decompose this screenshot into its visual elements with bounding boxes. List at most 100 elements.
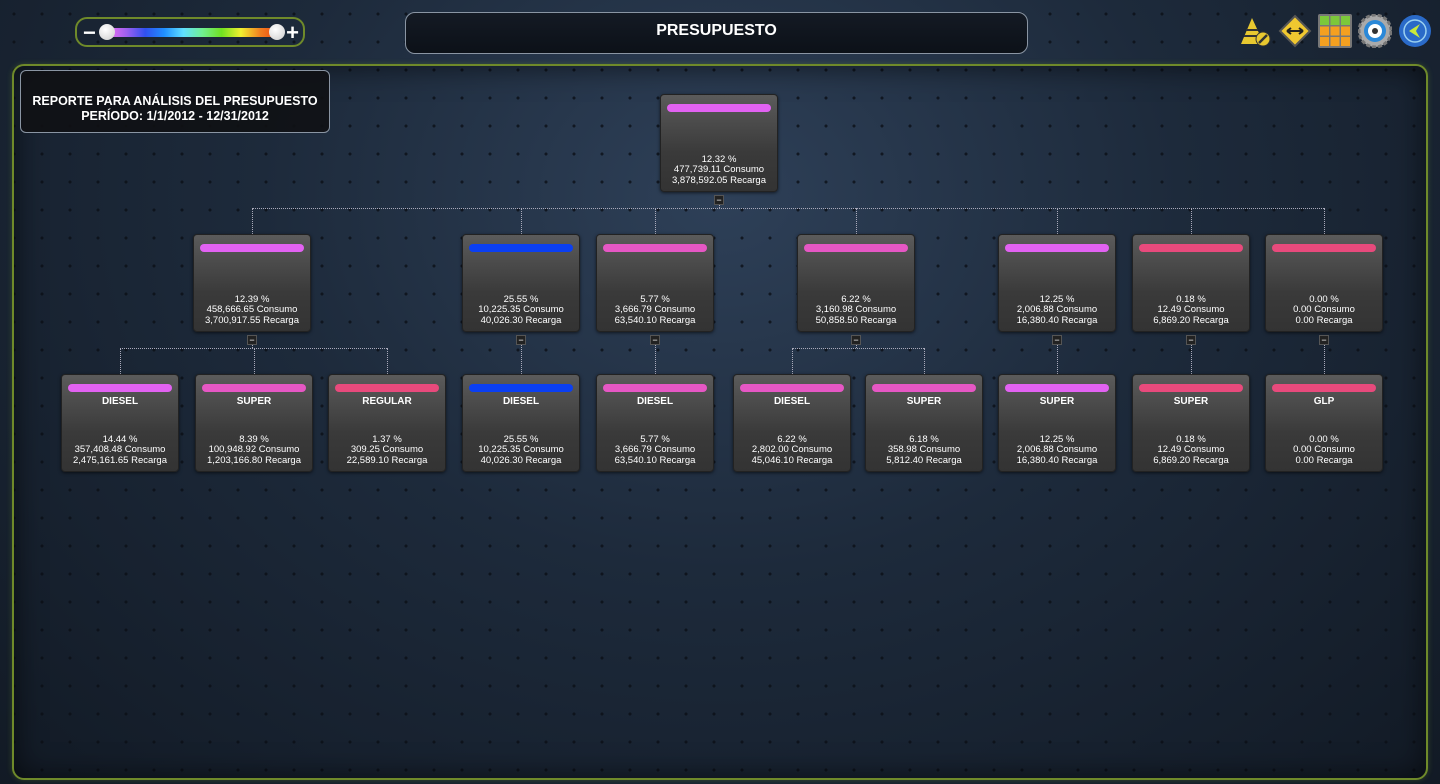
slider-color-track[interactable] [107,28,279,37]
resize-horizontal-icon[interactable] [1278,14,1312,48]
node-color-bar [1139,384,1243,392]
node-color-bar [469,384,573,392]
node-consumo: 12.49 Consumo [1157,444,1225,455]
connector-line [792,348,793,374]
node-recarga: 50,858.50 Recarga [815,314,897,326]
node-consumo: 0.00 Consumo [1293,444,1355,455]
connector-line [1057,208,1058,234]
node-consumo: 3,666.79 Consumo [614,444,696,455]
node-pct: 5.77 % [640,433,670,445]
node-color-bar [202,384,306,392]
color-range-slider[interactable]: − + [75,17,305,47]
node-label: DIESEL [636,396,674,407]
collapse-toggle[interactable]: − [516,335,526,345]
node-label: DIESEL [101,396,139,407]
connector-line [792,348,924,349]
node-pct: 0.00 % [1309,293,1339,305]
node-pct: 1.37 % [372,433,402,445]
node-recarga: 1,203,166.80 Recarga [206,454,302,466]
node-pct: 6.22 % [841,293,871,305]
node-color-bar [469,244,573,252]
node-consumo: 0.00 Consumo [1293,304,1355,315]
collapse-toggle[interactable]: − [1186,335,1196,345]
node-consumo: 2,802.00 Consumo [751,444,833,455]
node-recarga: 5,812.40 Recarga [886,454,962,466]
connector-line [120,348,121,374]
connector-line [120,348,387,349]
node-recarga: 3,878,592.05 Recarga [671,174,767,186]
node-label: DIESEL [502,396,540,407]
tree-panel [12,64,1428,780]
node-pct: 25.55 % [503,293,539,305]
slider-max-handle[interactable] [269,24,285,40]
connector-line [1324,345,1325,374]
node-consumo: 2,006.88 Consumo [1016,444,1098,455]
collapse-toggle[interactable]: − [1052,335,1062,345]
node-color-bar [603,244,707,252]
node-consumo: 3,666.79 Consumo [614,304,696,315]
node-consumo: 309.25 Consumo [350,444,424,455]
connector-line [521,208,522,234]
node-recarga: 22,589.10 Recarga [346,454,428,466]
connector-line [1324,208,1325,234]
slider-minus-button[interactable]: − [83,20,96,45]
node-color-bar [68,384,172,392]
gear-icon[interactable] [1358,14,1392,48]
node-recarga: 0.00 Recarga [1295,454,1353,466]
node-consumo: 100,948.92 Consumo [208,444,300,455]
node-recarga: 40,026.30 Recarga [480,454,562,466]
slider-plus-button[interactable]: + [286,20,299,45]
node-consumo: 12.49 Consumo [1157,304,1225,315]
collapse-toggle[interactable]: − [247,335,257,345]
node-label: REGULAR [362,396,412,407]
page-title: PRESUPUESTO [405,12,1028,54]
node-color-bar [200,244,304,252]
slider-min-handle[interactable] [99,24,115,40]
node-pct: 12.39 % [234,293,270,305]
collapse-toggle[interactable]: − [1319,335,1329,345]
node-recarga: 63,540.10 Recarga [614,314,696,326]
node-consumo: 477,739.11 Consumo [673,164,765,175]
pyramid-edit-icon[interactable] [1238,14,1272,48]
node-recarga: 40,026.30 Recarga [480,314,562,326]
back-icon[interactable] [1398,14,1432,48]
node-recarga: 63,540.10 Recarga [614,454,696,466]
node-color-bar [740,384,844,392]
collapse-toggle[interactable]: − [714,195,724,205]
node-recarga: 2,475,161.65 Recarga [72,454,168,466]
connector-line [655,208,656,234]
node-color-bar [335,384,439,392]
collapse-toggle[interactable]: − [851,335,861,345]
node-color-bar [1272,244,1376,252]
collapse-toggle[interactable]: − [650,335,660,345]
grid-icon[interactable] [1318,14,1352,48]
node-recarga: 16,380.40 Recarga [1016,454,1098,466]
